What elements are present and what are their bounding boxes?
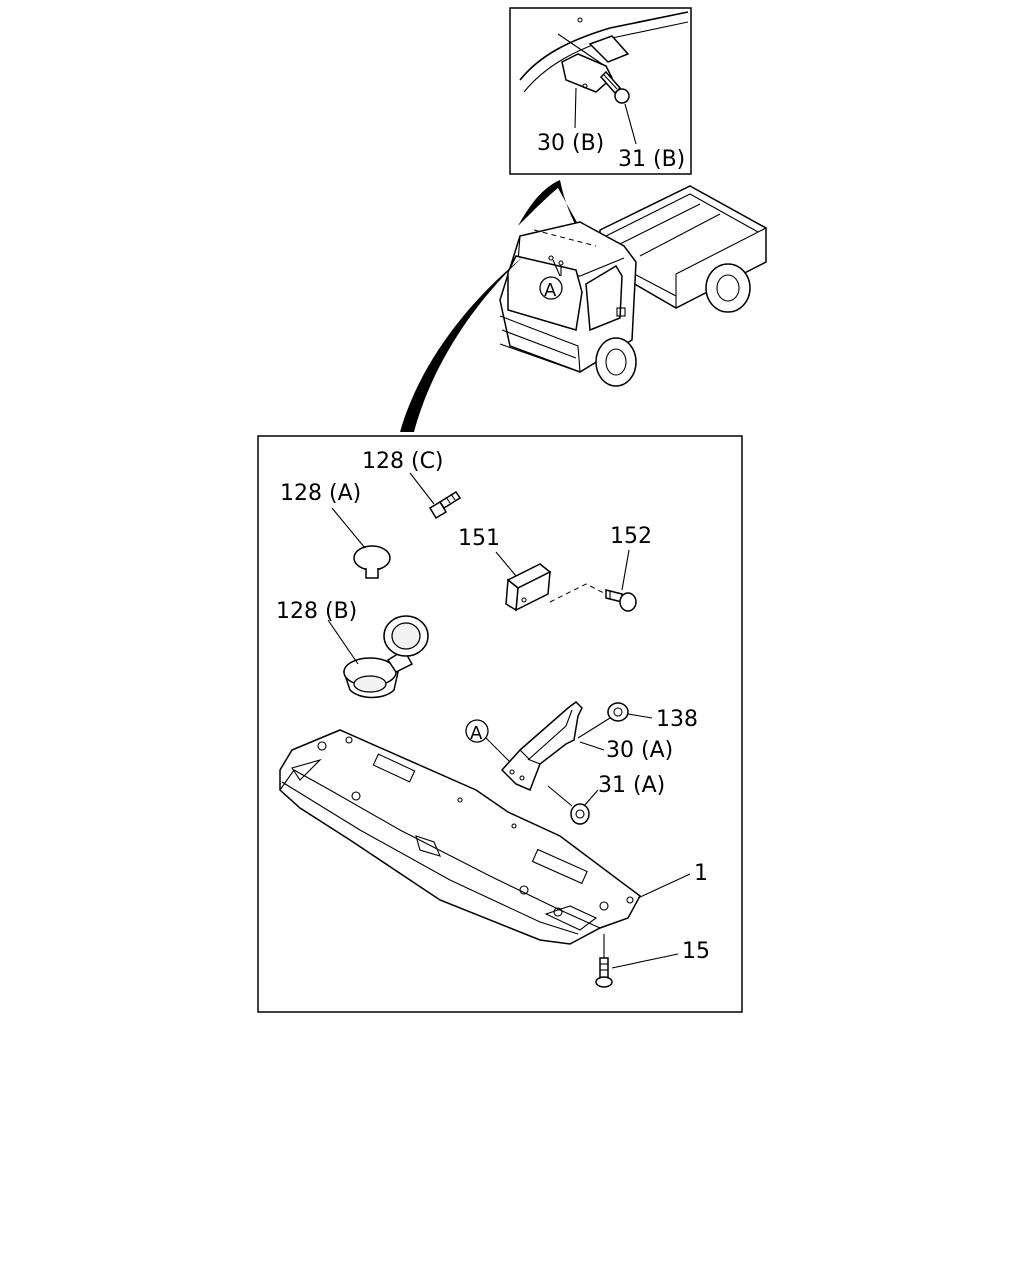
marker-a-main [465, 719, 489, 743]
bracket-30b [561, 35, 630, 93]
cap-128b [342, 615, 429, 699]
bolt-31b [599, 70, 630, 104]
label-1: 1 [694, 861, 708, 886]
label-30b: 30 (B) [537, 131, 604, 156]
bolt-128c [428, 490, 462, 520]
label-152: 152 [610, 524, 652, 549]
screw-15 [595, 934, 613, 988]
label-151: 151 [458, 526, 500, 551]
label-30a: 30 (A) [606, 738, 673, 763]
label-31a: 31 (A) [598, 773, 665, 798]
marker-a-truck [539, 276, 563, 300]
label-128a: 128 (A) [280, 481, 361, 506]
label-31b: 31 (B) [618, 147, 685, 172]
marker-a-truck-label: A [544, 280, 557, 301]
bracket-30a [500, 701, 583, 791]
label-128c: 128 (C) [362, 449, 444, 474]
plug-128a [353, 545, 391, 579]
inset-detail: 30 (B) 31 (B) [509, 7, 692, 175]
label-128b: 128 (B) [276, 599, 357, 624]
label-138: 138 [656, 707, 698, 732]
front-panel-1 [279, 729, 641, 945]
screw-31a [547, 785, 590, 825]
clip-152 [605, 589, 637, 612]
label-15: 15 [682, 939, 710, 964]
truck-illustration: A [499, 185, 767, 387]
inset-connector [518, 180, 602, 262]
marker-a-main-label: A [470, 723, 483, 744]
inset-frame [509, 7, 692, 175]
main-connector [400, 256, 524, 432]
bracket-151 [505, 563, 552, 612]
nut-138 [607, 702, 629, 722]
